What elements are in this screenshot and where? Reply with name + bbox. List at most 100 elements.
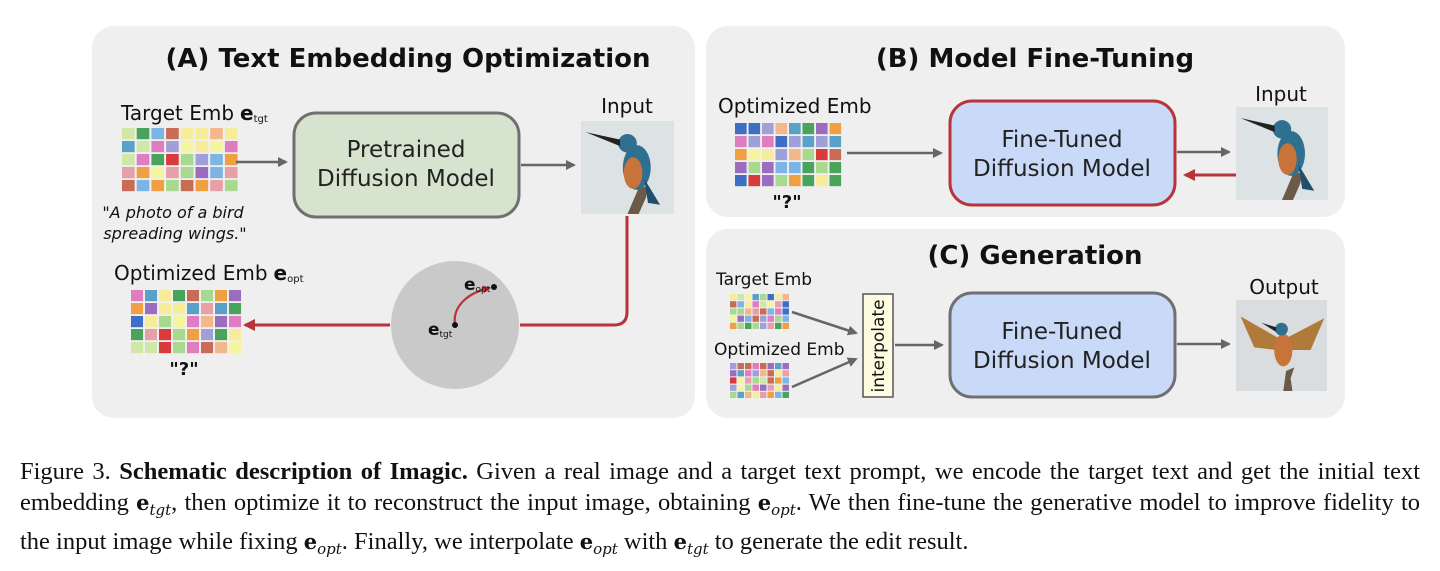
bird-spreading-wings-icon [1236, 300, 1327, 391]
embedding-cell [762, 123, 774, 135]
embedding-cell [215, 329, 228, 341]
embedding-cell [201, 303, 214, 315]
embedding-cell [752, 308, 759, 315]
panel-a-title: (A) Text Embedding Optimization [166, 44, 651, 74]
caption-text-6: to generate the edit result. [708, 528, 969, 556]
embedding-cell [151, 141, 165, 153]
embedding-cell [131, 290, 144, 302]
embedding-cell [782, 363, 789, 370]
embedding-cell [775, 322, 782, 329]
embedding-cell [829, 136, 842, 148]
embedding-cell [789, 149, 801, 161]
embedding-cell [187, 342, 200, 354]
embedding-cell [173, 316, 186, 328]
finetuned-box-c-line1: Fine-Tuned [1001, 319, 1122, 345]
pretrained-box-line1: Pretrained [347, 137, 466, 163]
embedding-cell [210, 128, 223, 140]
output-label: Output [1249, 275, 1319, 299]
embedding-cell [816, 175, 828, 187]
embedding-cell [767, 294, 774, 301]
embedding-cell [166, 141, 179, 153]
embedding-cell [145, 303, 158, 315]
caption-text-3: . We then fine-tune the generative model… [20, 489, 1421, 556]
optimized-emb-label-c: Optimized Emb [714, 340, 845, 360]
embedding-cell [737, 377, 744, 384]
embedding-cell [789, 175, 801, 187]
embedding-cell [775, 384, 782, 391]
embedding-cell [782, 294, 789, 301]
embedding-cell [748, 123, 761, 135]
embedding-cell [737, 301, 744, 308]
embedding-cell [760, 384, 767, 391]
embedding-cell [767, 370, 774, 377]
embedding-cell [151, 167, 165, 179]
embedding-cell [816, 149, 828, 161]
embedding-cell [730, 391, 737, 398]
embedding-cell [767, 301, 774, 308]
caption-text-4: . Finally, we interpolate [341, 528, 580, 556]
embedding-cell [816, 162, 828, 174]
embedding-cell [735, 175, 747, 187]
embedding-cell [730, 301, 737, 308]
embedding-cell [767, 391, 774, 398]
embedding-cell [145, 316, 158, 328]
embedding-cell [752, 315, 759, 322]
embedding-cell [782, 384, 789, 391]
embedding-cell [760, 370, 767, 377]
embedding-cell [775, 370, 782, 377]
embedding-cell [802, 149, 815, 161]
embedding-cell [229, 342, 242, 354]
embedding-cell [745, 370, 752, 377]
finetuned-diffusion-model-box-c [948, 291, 1177, 399]
embedding-cell [775, 377, 782, 384]
qmark-a: "?" [169, 359, 198, 380]
embedding-grid-icon [131, 290, 242, 354]
embedding-cell [215, 342, 228, 354]
embedding-cell [748, 162, 761, 174]
caption-e-opt: eopt [579, 529, 618, 559]
embedding-cell [760, 391, 767, 398]
embedding-cell [752, 301, 759, 308]
embedding-cell [762, 162, 774, 174]
red-loop-arrow [520, 216, 629, 327]
embedding-cell [210, 167, 223, 179]
finetuned-box-c-line2: Diffusion Model [973, 348, 1151, 374]
embedding-cell [782, 301, 789, 308]
embedding-cell [180, 167, 194, 179]
embedding-cell [730, 370, 737, 377]
arrow-icon [791, 310, 858, 336]
embedding-cell [201, 342, 214, 354]
embedding-cell [829, 162, 842, 174]
pretrained-diffusion-model-box [292, 111, 521, 219]
embedding-cell [752, 377, 759, 384]
embedding-cell [762, 136, 774, 148]
embedding-cell [159, 303, 172, 315]
embedding-cell [816, 123, 828, 135]
embedding-cell [180, 180, 194, 192]
embedding-cell [748, 136, 761, 148]
embedding-cell [735, 123, 747, 135]
embedding-cell [187, 316, 200, 328]
e-tgt-point [452, 322, 458, 328]
embedding-cell [760, 363, 767, 370]
embedding-cell [829, 175, 842, 187]
embedding-cell [752, 294, 759, 301]
embedding-cell [775, 315, 782, 322]
embedding-cell [775, 149, 788, 161]
embedding-cell [136, 154, 150, 166]
embedding-cell [224, 141, 238, 153]
e-opt-symbol: eopt [464, 275, 491, 295]
embedding-cell [782, 391, 789, 398]
panel-a-background [92, 26, 695, 418]
embedding-cell [829, 123, 842, 135]
embedding-cell [752, 391, 759, 398]
embedding-cell [229, 290, 242, 302]
embedding-cell [730, 384, 737, 391]
caption-e-tgt: etgt [136, 490, 172, 520]
embedding-cell [767, 308, 774, 315]
embedding-cell [767, 315, 774, 322]
embedding-cell [159, 316, 172, 328]
embedding-cell [775, 391, 782, 398]
embedding-cell [166, 180, 179, 192]
input-label-a: Input [601, 94, 653, 118]
